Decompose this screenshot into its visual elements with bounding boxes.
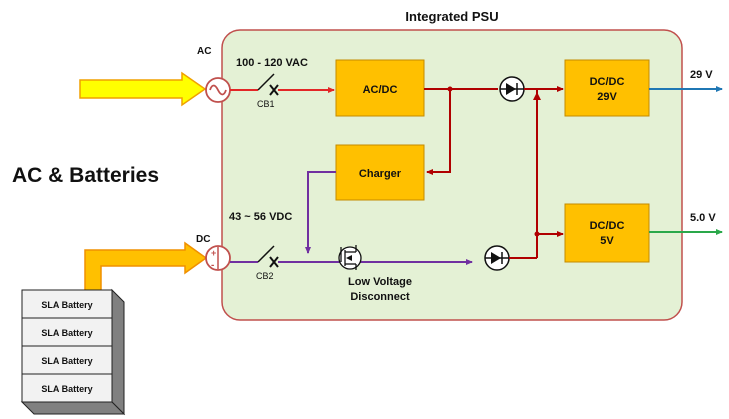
battery-cell-2 <box>21 317 113 347</box>
dcdc29-label-2: 29V <box>597 91 617 103</box>
diode-icon-lower <box>484 245 510 271</box>
battery-label-3: SLA Battery <box>41 356 92 366</box>
dcdc5-label-1: DC/DC <box>590 220 625 232</box>
lvd-label-2: Disconnect <box>350 291 410 303</box>
dc-input-arrow <box>84 241 208 293</box>
diode-icon-upper <box>499 76 525 102</box>
acdc-label: AC/DC <box>363 84 398 96</box>
dcdc29-label-1: DC/DC <box>590 76 625 88</box>
dcdc5-block <box>564 203 650 263</box>
battery-cell-4 <box>21 373 113 403</box>
charger-feed-wire <box>426 89 451 175</box>
charger-output-wire <box>305 171 336 254</box>
dc-label: DC <box>196 234 210 245</box>
bus-up-arrow <box>533 92 541 100</box>
lvd-label-1: Low Voltage <box>348 276 412 288</box>
ac-input-arrow <box>79 71 207 107</box>
ac-source-icon <box>205 77 231 103</box>
dc-source-icon: + - <box>205 245 231 271</box>
mosfet-icon <box>338 245 362 270</box>
charger-block <box>335 144 425 201</box>
acdc-block <box>335 59 425 117</box>
ac-label: AC <box>197 46 211 57</box>
ac-voltage-label: 100 - 120 VAC <box>236 57 308 69</box>
cb2-label: CB2 <box>256 271 274 281</box>
battery-label-2: SLA Battery <box>41 328 92 338</box>
out5-label: 5.0 V <box>690 212 716 224</box>
battery-label-4: SLA Battery <box>41 384 92 394</box>
psu-title: Integrated PSU <box>405 9 498 24</box>
side-label: AC & Batteries <box>12 164 159 187</box>
cb2-switch <box>230 245 279 268</box>
battery-cell-3 <box>21 345 113 375</box>
out29-label: 29 V <box>690 69 713 81</box>
junction-bus <box>534 231 540 237</box>
battery-stack: SLA Battery SLA Battery SLA Battery SLA … <box>20 288 126 416</box>
dcdc29-block <box>564 59 650 117</box>
svg-text:+: + <box>211 248 216 258</box>
battery-label-1: SLA Battery <box>41 300 92 310</box>
dc-voltage-label: 43 ~ 56 VDC <box>229 211 292 223</box>
svg-text:-: - <box>211 260 214 271</box>
battery-cell-1 <box>21 289 113 319</box>
cb1-label: CB1 <box>257 99 275 109</box>
charger-label: Charger <box>359 168 402 180</box>
dcdc5-label-2: 5V <box>600 235 614 247</box>
cb1-switch <box>230 73 279 96</box>
